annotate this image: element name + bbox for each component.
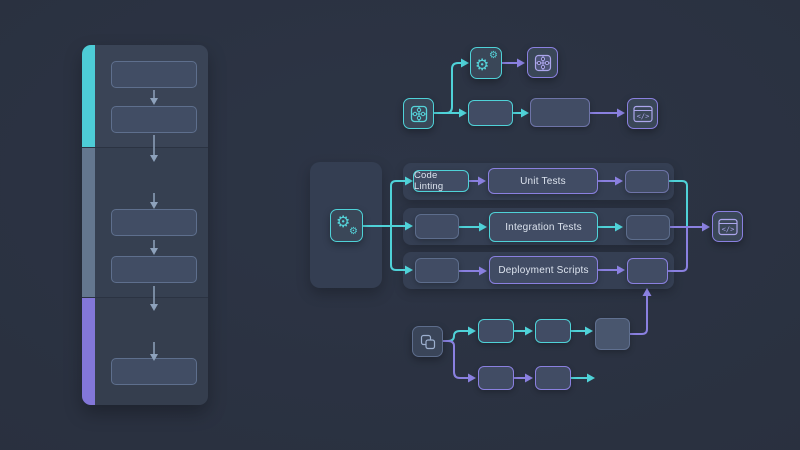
- code-window-icon: </>: [632, 105, 653, 122]
- pipeline-step: [111, 209, 197, 236]
- flow-box: [478, 366, 514, 390]
- svg-text:</>: </>: [636, 112, 649, 120]
- svg-text:</>: </>: [721, 225, 734, 233]
- main-output-code-node: </>: [712, 211, 743, 242]
- pipeline-step: [111, 358, 197, 385]
- flow-box: [627, 258, 668, 284]
- flow-box: [478, 319, 514, 343]
- section-strip-purple: [82, 298, 95, 405]
- step-label: Unit Tests: [520, 175, 566, 187]
- output-code-node: </>: [627, 98, 658, 129]
- pipeline-step: [111, 256, 197, 283]
- flow-box: [530, 98, 590, 127]
- step-label: Code Linting: [414, 170, 444, 192]
- build-gear-node: ⚙ ⚙: [470, 47, 502, 79]
- pipeline-panel: [82, 45, 208, 405]
- gear-icon: ⚙ ⚙: [475, 50, 498, 74]
- step-integration-tests: Integration Tests: [489, 212, 598, 242]
- step-unit-tests: Unit Tests: [488, 168, 598, 194]
- module-node: [527, 47, 558, 78]
- step-deployment-scripts: Deployment Scripts: [489, 256, 598, 284]
- section-strip-teal: [82, 45, 95, 147]
- gear-icon: ⚙ ⚙: [336, 212, 358, 237]
- flow-box: [535, 319, 571, 343]
- pipeline-section-1: [82, 45, 208, 147]
- copy-icon: [420, 334, 435, 349]
- step-label: Integration Tests: [505, 221, 582, 233]
- integration-start-node: [403, 98, 434, 129]
- flow-box: [625, 170, 669, 193]
- flow-box: [595, 318, 630, 350]
- flow-box: [415, 214, 459, 239]
- copy-start-node: [412, 326, 443, 357]
- pipeline-section-3: [82, 297, 208, 405]
- puzzle-icon: [534, 54, 551, 71]
- pipeline-step: [111, 106, 197, 133]
- pipeline-step: [111, 61, 197, 88]
- code-window-icon: </>: [717, 218, 738, 235]
- flow-box: [535, 366, 571, 390]
- flow-box: [415, 258, 459, 283]
- flow-box: [626, 215, 670, 240]
- pipeline-section-2: [82, 147, 208, 329]
- section-strip-slate: [82, 148, 95, 297]
- step-label: Deployment Scripts: [498, 264, 589, 276]
- trigger-gear-node: ⚙ ⚙: [330, 209, 363, 242]
- step-code-linting: Code Linting: [413, 170, 469, 192]
- flow-box: [468, 100, 513, 126]
- puzzle-icon: [410, 105, 427, 122]
